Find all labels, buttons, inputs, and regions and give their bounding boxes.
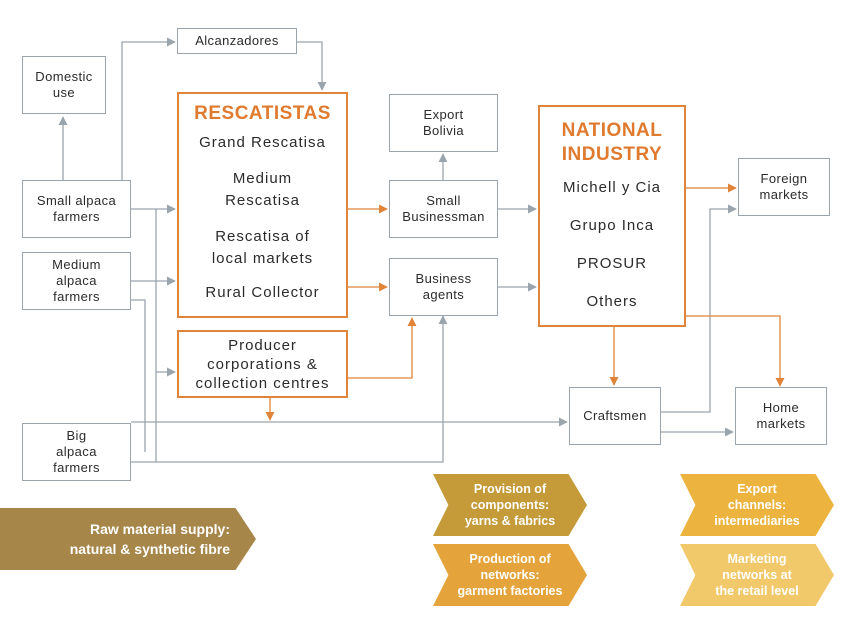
- big-farmers-label: Big alpaca farmers: [53, 428, 100, 475]
- business-agents-label: Business agents: [415, 271, 472, 302]
- rescatistas-item-local-markets: Rescatisa of local markets: [211, 228, 314, 267]
- line-medium-farmers-down: [131, 299, 146, 452]
- medium-farmers-label: Medium alpaca farmers: [52, 257, 101, 304]
- rescatistas-item-medium: Medium Rescatisa: [225, 170, 300, 209]
- alcanzadores-label: Alcanzadores: [195, 33, 279, 48]
- rescatistas-item-rural-collector: Rural Collector: [205, 284, 320, 301]
- node-producer-corporations: Producer corporations & collection centr…: [177, 330, 348, 398]
- arrow-producers-to-business-agents: [348, 317, 417, 379]
- producer-corporations-label: Producer corporations & collection centr…: [195, 336, 330, 392]
- domestic-use-label: Domestic use: [35, 69, 93, 100]
- node-foreign-markets: Foreign markets: [738, 158, 830, 216]
- node-craftsmen: Craftsmen: [569, 387, 661, 445]
- node-alcanzadores: Alcanzadores: [177, 28, 297, 54]
- industry-item-others: Others: [586, 293, 638, 310]
- legend-export-channels: Export channels: intermediaries: [680, 474, 834, 536]
- node-domestic-use: Domestic use: [22, 56, 106, 114]
- node-business-agents: Business agents: [389, 258, 498, 316]
- legend-production: Production of networks: garment factorie…: [433, 544, 587, 606]
- national-industry-title: NATIONAL INDUSTRY: [561, 120, 663, 165]
- industry-item-michell: Michell y Cia: [562, 179, 662, 196]
- small-farmers-label: Small alpaca farmers: [36, 193, 117, 224]
- node-medium-alpaca-farmers: Medium alpaca farmers: [22, 252, 131, 310]
- node-export-bolivia: Export Bolivia: [389, 94, 498, 152]
- legend-raw-material: Raw material supply: natural & synthetic…: [0, 508, 256, 570]
- industry-item-grupo-inca: Grupo Inca: [569, 217, 655, 234]
- legend-marketing: Marketing networks at the retail level: [680, 544, 834, 606]
- arrow-industry-to-home: [686, 315, 785, 387]
- node-rescatistas: RESCATISTAS Grand Rescatisa Medium Resca…: [177, 92, 348, 318]
- arrow-small-farmers-to-alcanzadores: [121, 37, 176, 180]
- arrow-alcanzadores-to-rescatistas: [297, 41, 327, 91]
- home-markets-label: Home markets: [756, 400, 806, 431]
- rescatistas-item-grand: Grand Rescatisa: [199, 134, 326, 151]
- rescatistas-title: RESCATISTAS: [194, 103, 331, 124]
- arrow-craftsmen-to-foreign: [661, 204, 737, 413]
- node-national-industry: NATIONAL INDUSTRY Michell y Cia Grupo In…: [538, 105, 686, 327]
- foreign-markets-label: Foreign markets: [759, 171, 809, 202]
- arrow-to-business-agents-bottom: [131, 315, 448, 463]
- node-home-markets: Home markets: [735, 387, 827, 445]
- node-small-businessman: Small Businessman: [389, 180, 498, 238]
- industry-item-prosur: PROSUR: [576, 255, 648, 272]
- small-businessman-label: Small Businessman: [402, 193, 485, 224]
- legend-components: Provision of components: yarns & fabrics: [433, 474, 587, 536]
- node-big-alpaca-farmers: Big alpaca farmers: [22, 423, 131, 481]
- craftsmen-label: Craftsmen: [583, 408, 647, 423]
- export-bolivia-label: Export Bolivia: [422, 107, 465, 138]
- node-small-alpaca-farmers: Small alpaca farmers: [22, 180, 131, 238]
